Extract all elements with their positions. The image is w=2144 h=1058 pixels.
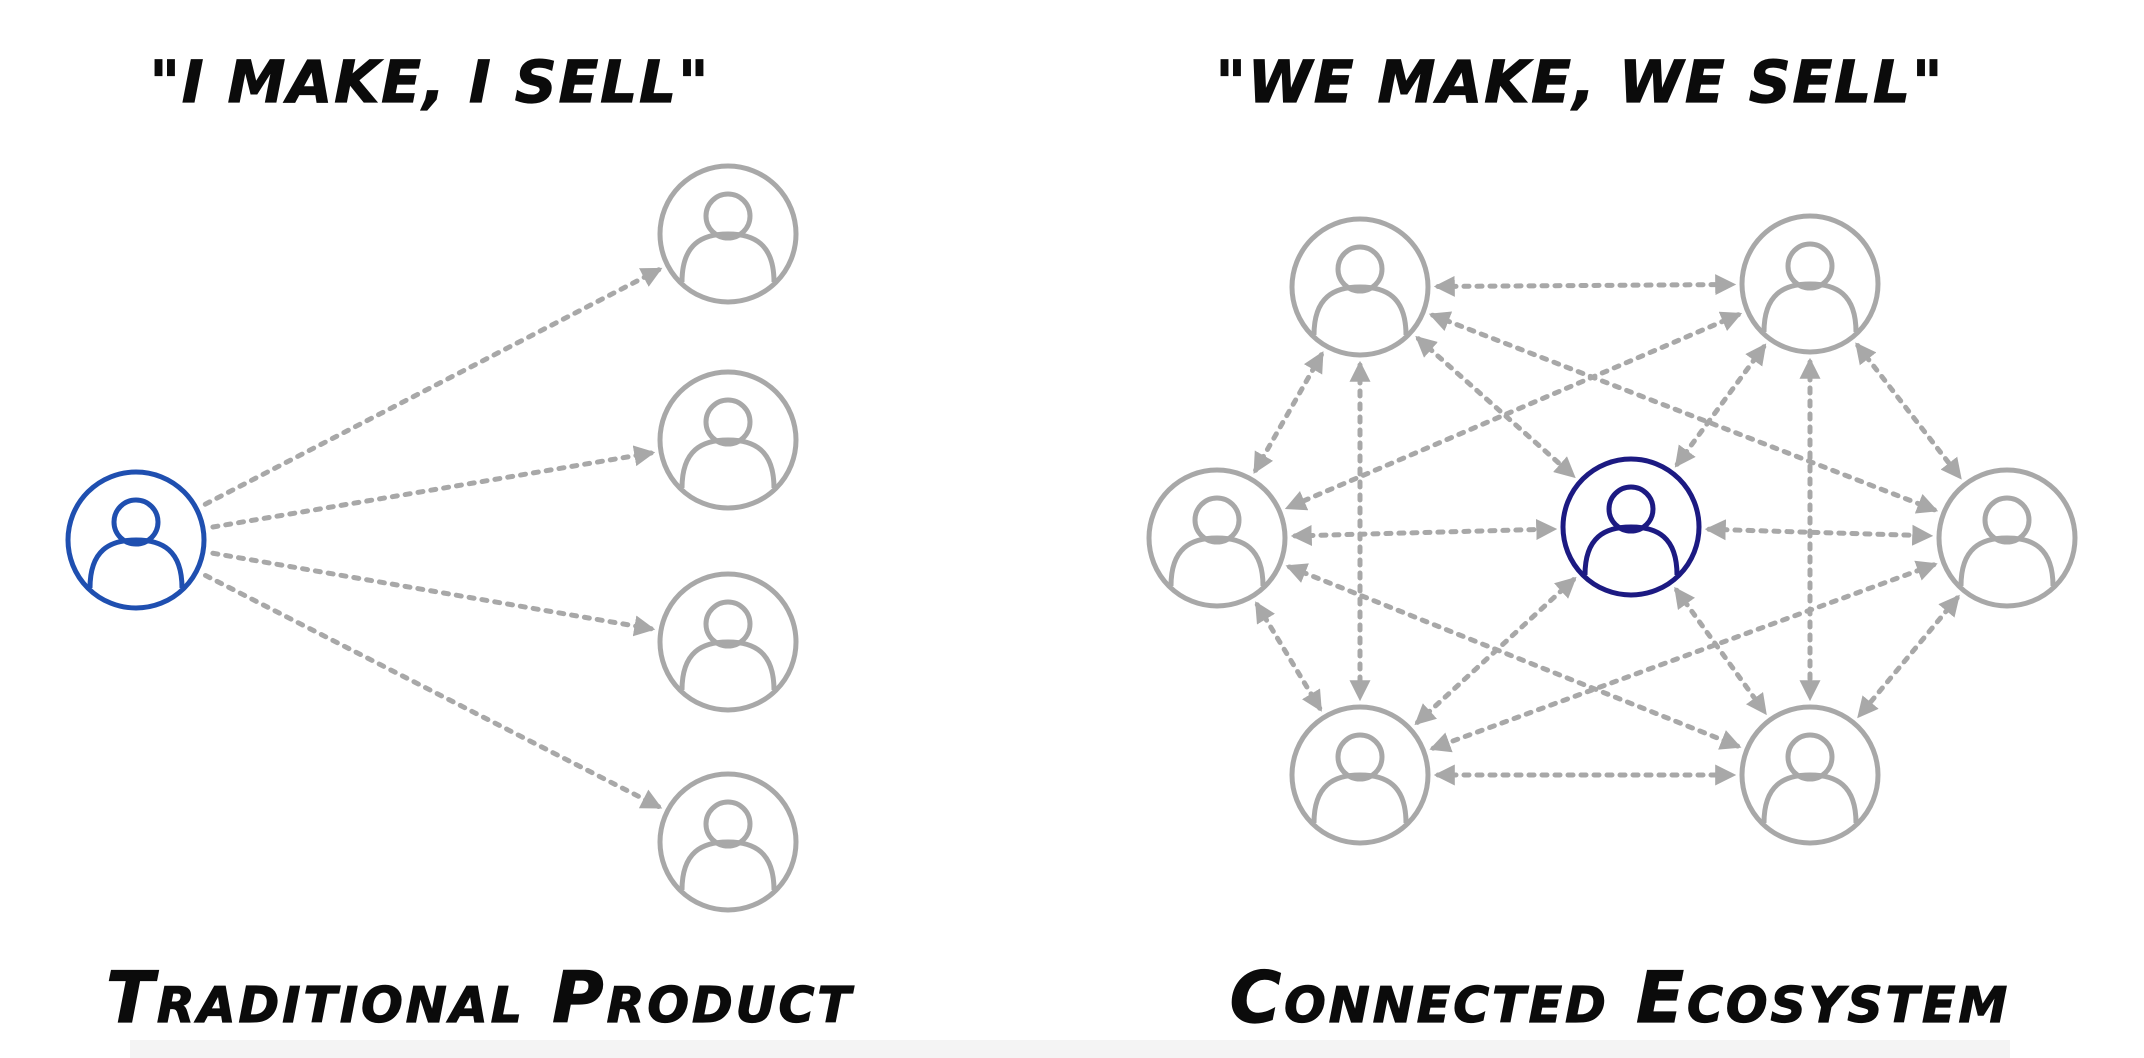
eco-link-ml-bl bbox=[1254, 601, 1323, 712]
eco-top-right-person-icon bbox=[1739, 213, 1881, 355]
right-caption: Connected Ecosystem bbox=[1230, 957, 2011, 1039]
left-target-3-person-icon bbox=[657, 571, 799, 713]
eco-link-tl-tr bbox=[1433, 274, 1737, 297]
left-arrow-2 bbox=[210, 445, 656, 530]
left-target-4-person-icon bbox=[657, 771, 799, 913]
left-target-1-person-icon bbox=[657, 163, 799, 305]
eco-link-mr-bl bbox=[1429, 560, 1938, 753]
eco-center-person-icon bbox=[1560, 456, 1702, 598]
right-quote-title: "We make, we sell" bbox=[1216, 48, 1945, 116]
eco-link-tr-c bbox=[1674, 343, 1767, 468]
left-caption: Traditional Product bbox=[106, 957, 854, 1039]
eco-link-mr-br bbox=[1857, 594, 1960, 719]
eco-mid-left-person-icon bbox=[1146, 467, 1288, 609]
eco-link-ml-c bbox=[1290, 519, 1558, 546]
eco-link-c-bl bbox=[1414, 576, 1577, 726]
eco-mid-right-person-icon bbox=[1936, 467, 2078, 609]
bottom-strip bbox=[130, 1040, 2010, 1058]
node-layer bbox=[65, 163, 2078, 913]
left-arrow-4 bbox=[202, 572, 663, 810]
eco-link-c-mr bbox=[1704, 519, 1934, 546]
eco-link-tl-c bbox=[1415, 335, 1576, 479]
eco-bottom-right-person-icon bbox=[1739, 704, 1881, 846]
eco-link-tl-ml bbox=[1253, 351, 1324, 474]
left-arrow-1 bbox=[202, 267, 663, 507]
eco-link-tr-mr bbox=[1855, 342, 1962, 480]
eco-link-tr-ml bbox=[1284, 311, 1743, 511]
left-target-2-person-icon bbox=[657, 369, 799, 511]
connector-layer bbox=[202, 267, 1962, 810]
eco-top-left-person-icon bbox=[1289, 216, 1431, 358]
left-arrow-3 bbox=[210, 550, 656, 637]
left-maker-person-icon bbox=[65, 469, 207, 611]
eco-link-c-br bbox=[1674, 586, 1767, 716]
left-quote-title: "I make, I sell" bbox=[150, 48, 711, 116]
eco-bottom-left-person-icon bbox=[1289, 704, 1431, 846]
